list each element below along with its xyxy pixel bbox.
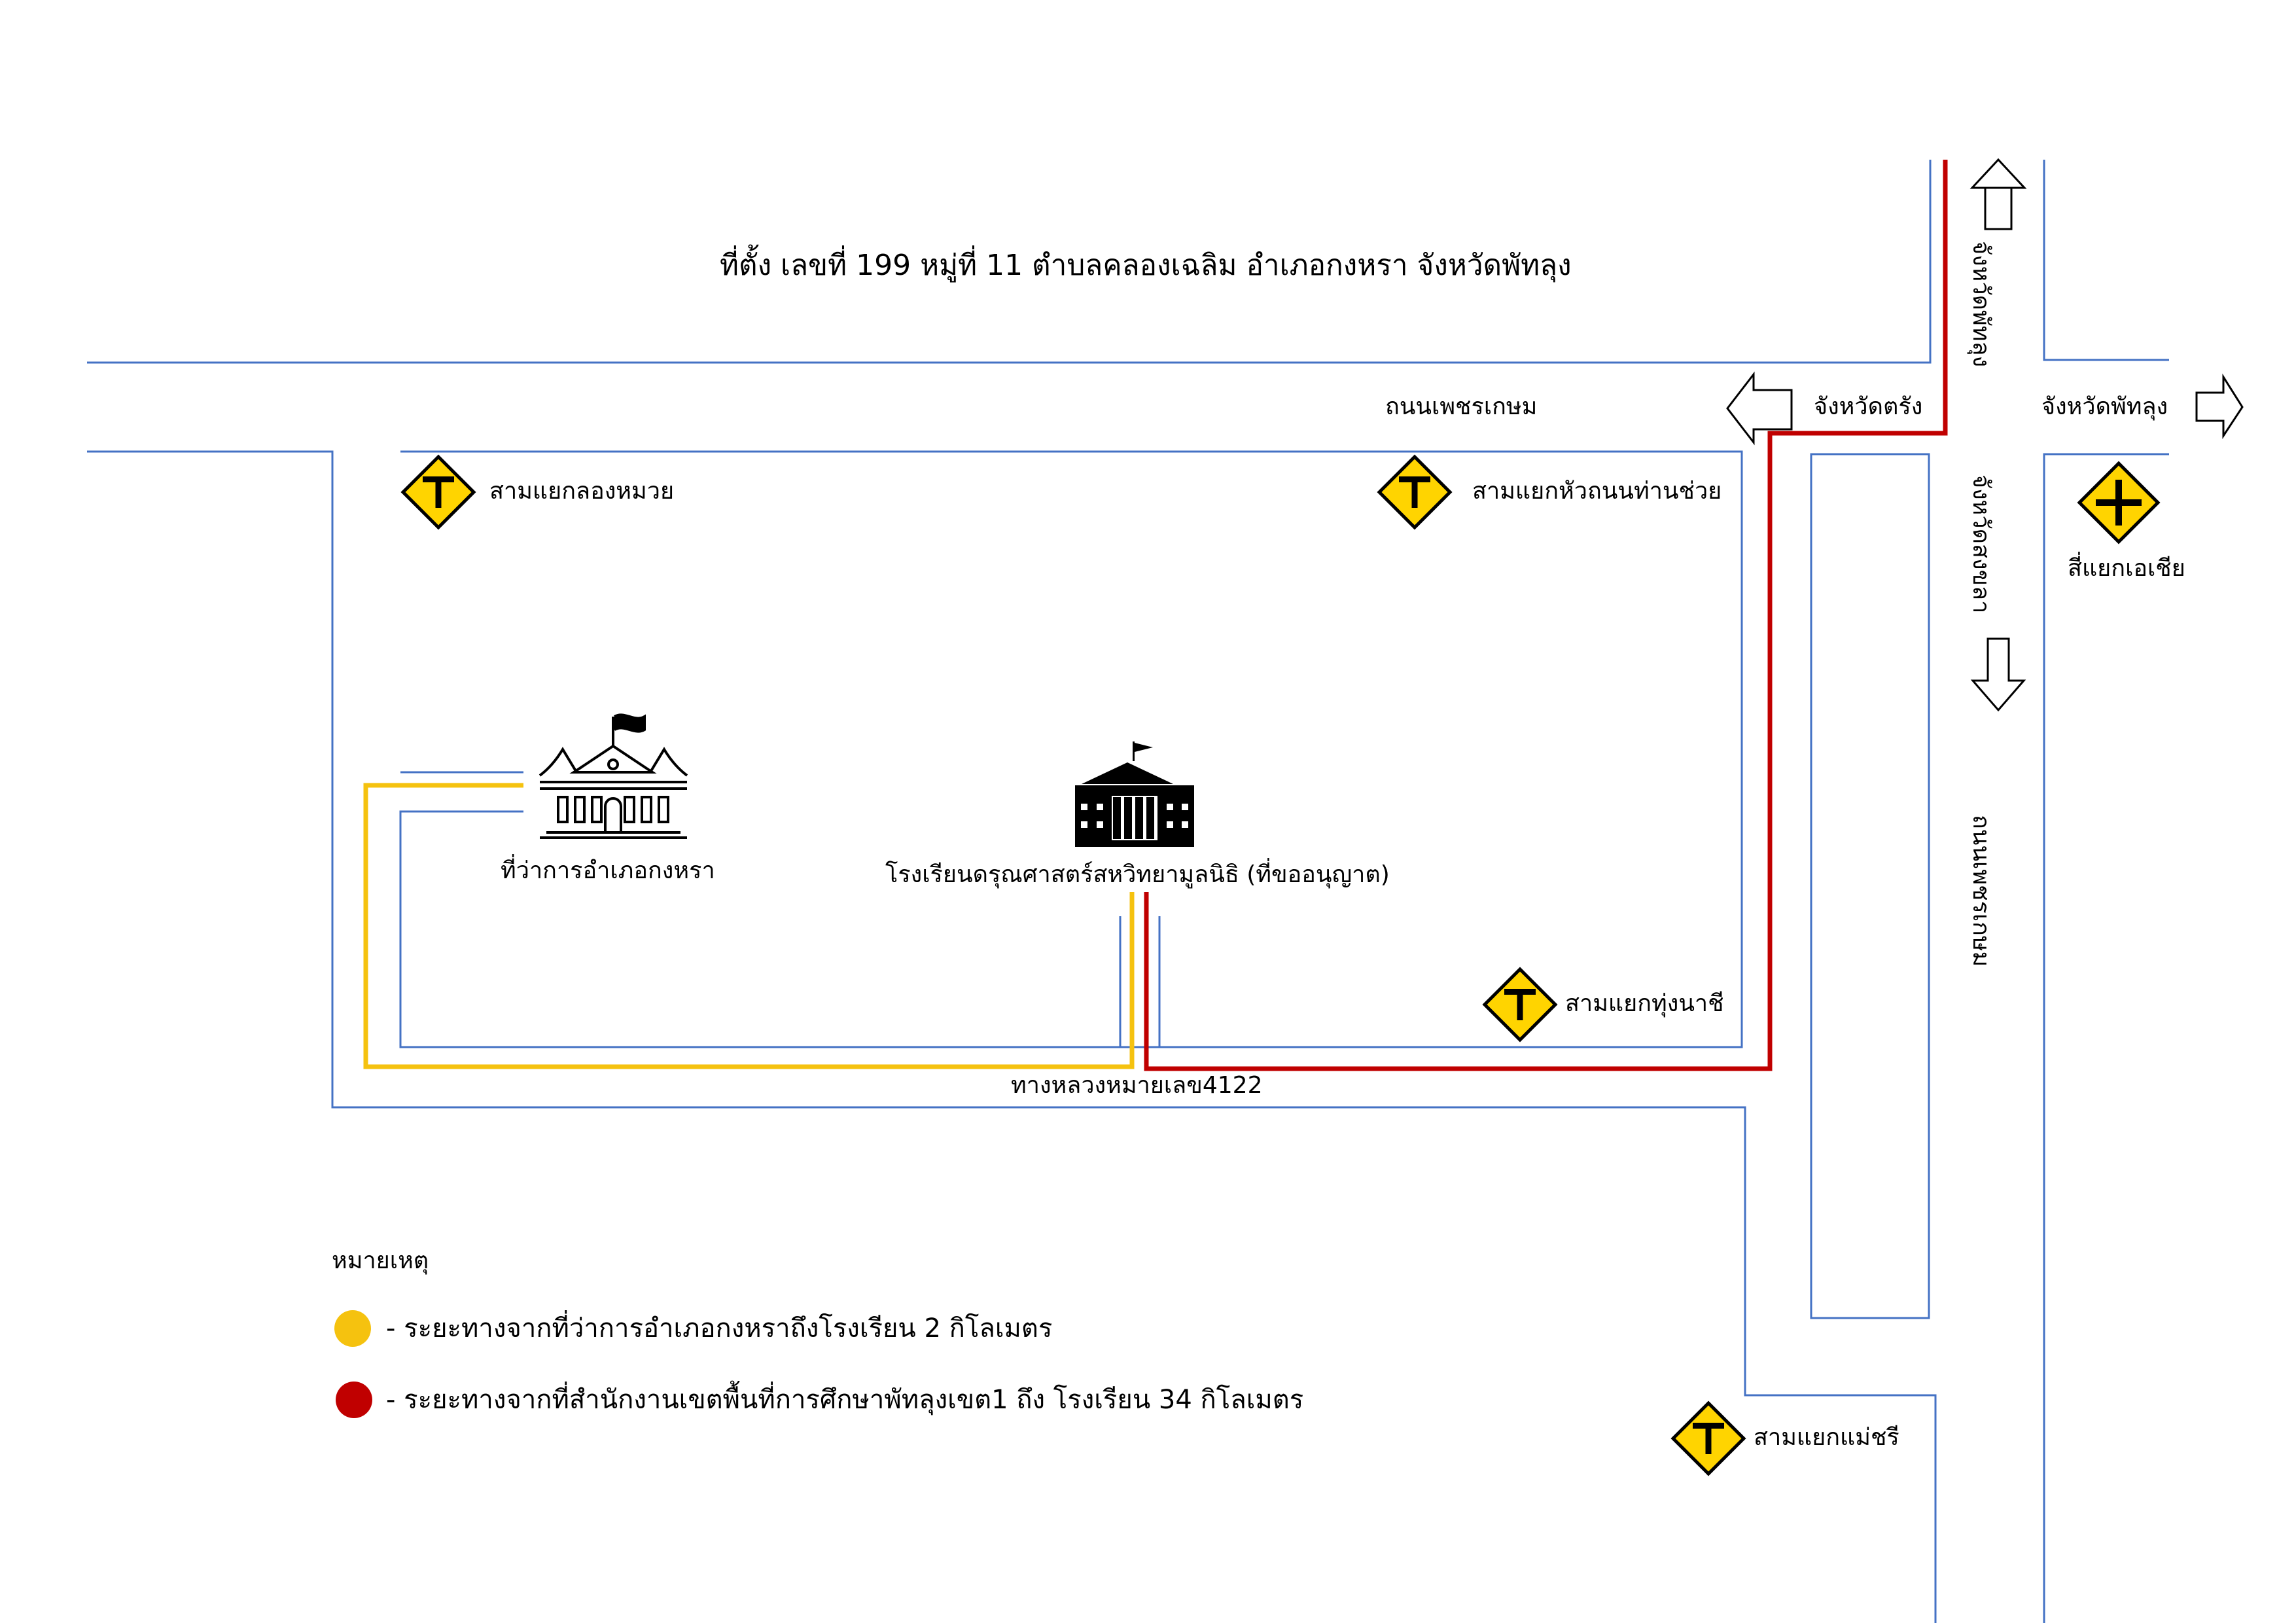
legend-item-red: - ระยะทางจากที่สำนักงานเขตพื้นที่การศึกษ… [386,1380,1303,1416]
page-title: ที่ตั้ง เลขที่ 199 หมู่ที่ 11 ตำบลคลองเฉ… [720,244,1572,283]
road-network [87,160,2169,1623]
legend: หมายเหตุ - ระยะทางจากที่ว่าการอำเภอกงหรา… [332,1247,1303,1418]
school-building-icon [1075,741,1194,847]
intersection-label-khlong-muai: สามแยกลองหมวย [489,478,674,505]
red-route [1144,160,1948,1071]
arrow-down-south-icon [1970,637,2026,712]
t-junction-sign-icon [1673,1403,1744,1474]
legend-heading: หมายเหตุ [332,1247,429,1275]
intersection-label-mae-chi: สามแยกแม่ชรี [1754,1424,1899,1451]
crossroads-sign-icon [2077,461,2161,544]
t-junction-sign-icon [403,457,474,527]
place-label-school: โรงเรียนดรุณศาสตร์สหวิทยามูลนิธิ (ที่ขออ… [885,858,1390,889]
direction-label-trang: จังหวัดตรัง [1814,393,1922,420]
road-label-petchkasem: ถนนเพชรเกษม [1385,393,1537,420]
intersection-label-asia: สี่แยกเอเชีย [2068,552,2185,582]
vertical-label-petchkasem: ถนนเพชรเกษม [1968,815,1994,967]
legend-marker-yellow [334,1310,371,1347]
arrow-left-trang-icon [1726,371,1793,446]
direction-label-phatthalung: จังหวัดพัทลุง [2041,393,2168,421]
arrow-right-phatthalung-icon [2195,373,2244,440]
arrow-up-north-icon [1969,158,2027,230]
thai-government-building-icon [539,713,688,839]
t-junction-sign-icon [1379,457,1450,527]
legend-marker-red [336,1382,372,1418]
place-label-district-office: ที่ว่าการอำเภอกงหรา [501,854,715,884]
vertical-label-songkhla: จังหวัดสงขลา [1968,474,1994,613]
intersection-label-hua-thanon: สามแยกหัวถนนท่านช่วย [1472,478,1722,505]
yellow-route [363,783,1135,1069]
legend-item-yellow: - ระยะทางจากที่ว่าการอำเภอกงหราถึงโรงเรี… [386,1310,1052,1344]
intersection-label-thung-nachi: สามแยกทุ่งนาชี [1565,990,1724,1018]
vertical-label-phatthalung: จังหวัดพัทลุง [1967,241,1994,367]
t-junction-sign-icon [1485,969,1555,1040]
road-label-highway-4122: ทางหลวงหมายเลข4122 [1011,1072,1262,1099]
